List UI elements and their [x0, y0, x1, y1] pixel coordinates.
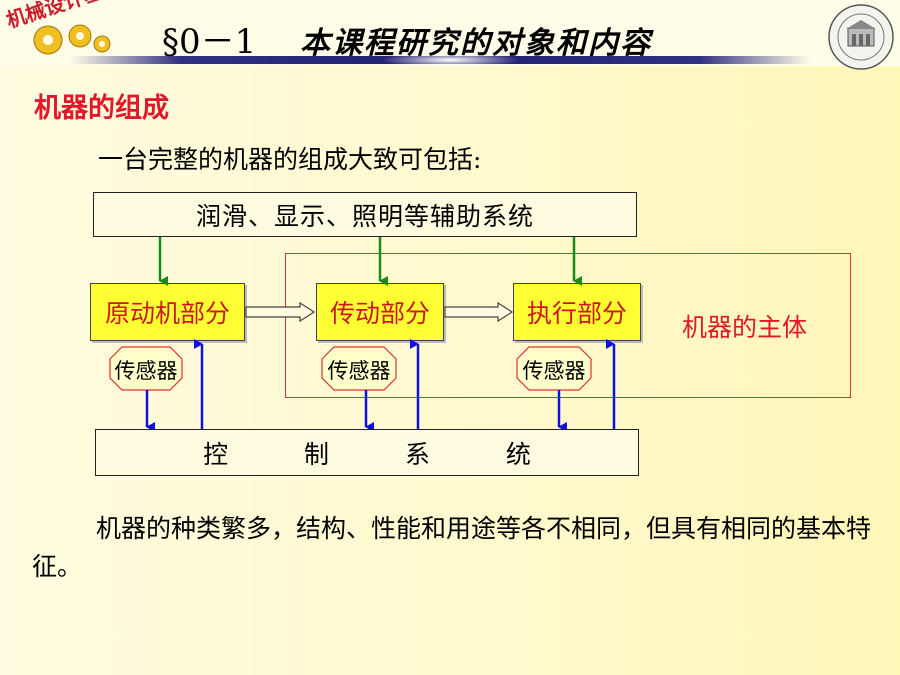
header-glow: [380, 52, 520, 68]
execution-box: 执行部分: [513, 283, 641, 341]
main-body-frame: [285, 253, 851, 398]
section-heading: 机器的组成: [34, 93, 169, 124]
intro-text: 一台完整的机器的组成大致可包括:: [98, 145, 482, 174]
sensor-3: [516, 346, 592, 391]
university-seal-icon: [828, 4, 894, 70]
summary-paragraph: 机器的种类繁多，结构、性能和用途等各不相同，但具有相同的基本特征。: [32, 514, 872, 581]
sensor-label-1: 传感器: [114, 359, 178, 383]
sensor-label-2: 传感器: [327, 359, 391, 383]
control-system-box: 控 制 系 统: [95, 429, 639, 476]
control-system-label: 控 制 系 统: [203, 439, 565, 469]
sensor-1: [109, 346, 183, 391]
sensor-label-3: 传感器: [522, 359, 586, 383]
section-number: §0－1: [162, 22, 257, 62]
transmission-box: 传动部分: [316, 283, 444, 341]
gears-icon: [33, 24, 111, 55]
main-body-label: 机器的主体: [682, 313, 808, 342]
page-title: 本课程研究的对象和内容: [300, 26, 652, 61]
unit-arrow-1: [245, 301, 316, 323]
auxiliary-system-box: 润滑、显示、照明等辅助系统: [93, 192, 637, 237]
prime-mover-box: 原动机部分: [90, 283, 245, 341]
unit-arrow-2: [444, 301, 514, 323]
sensor-2: [321, 346, 397, 391]
